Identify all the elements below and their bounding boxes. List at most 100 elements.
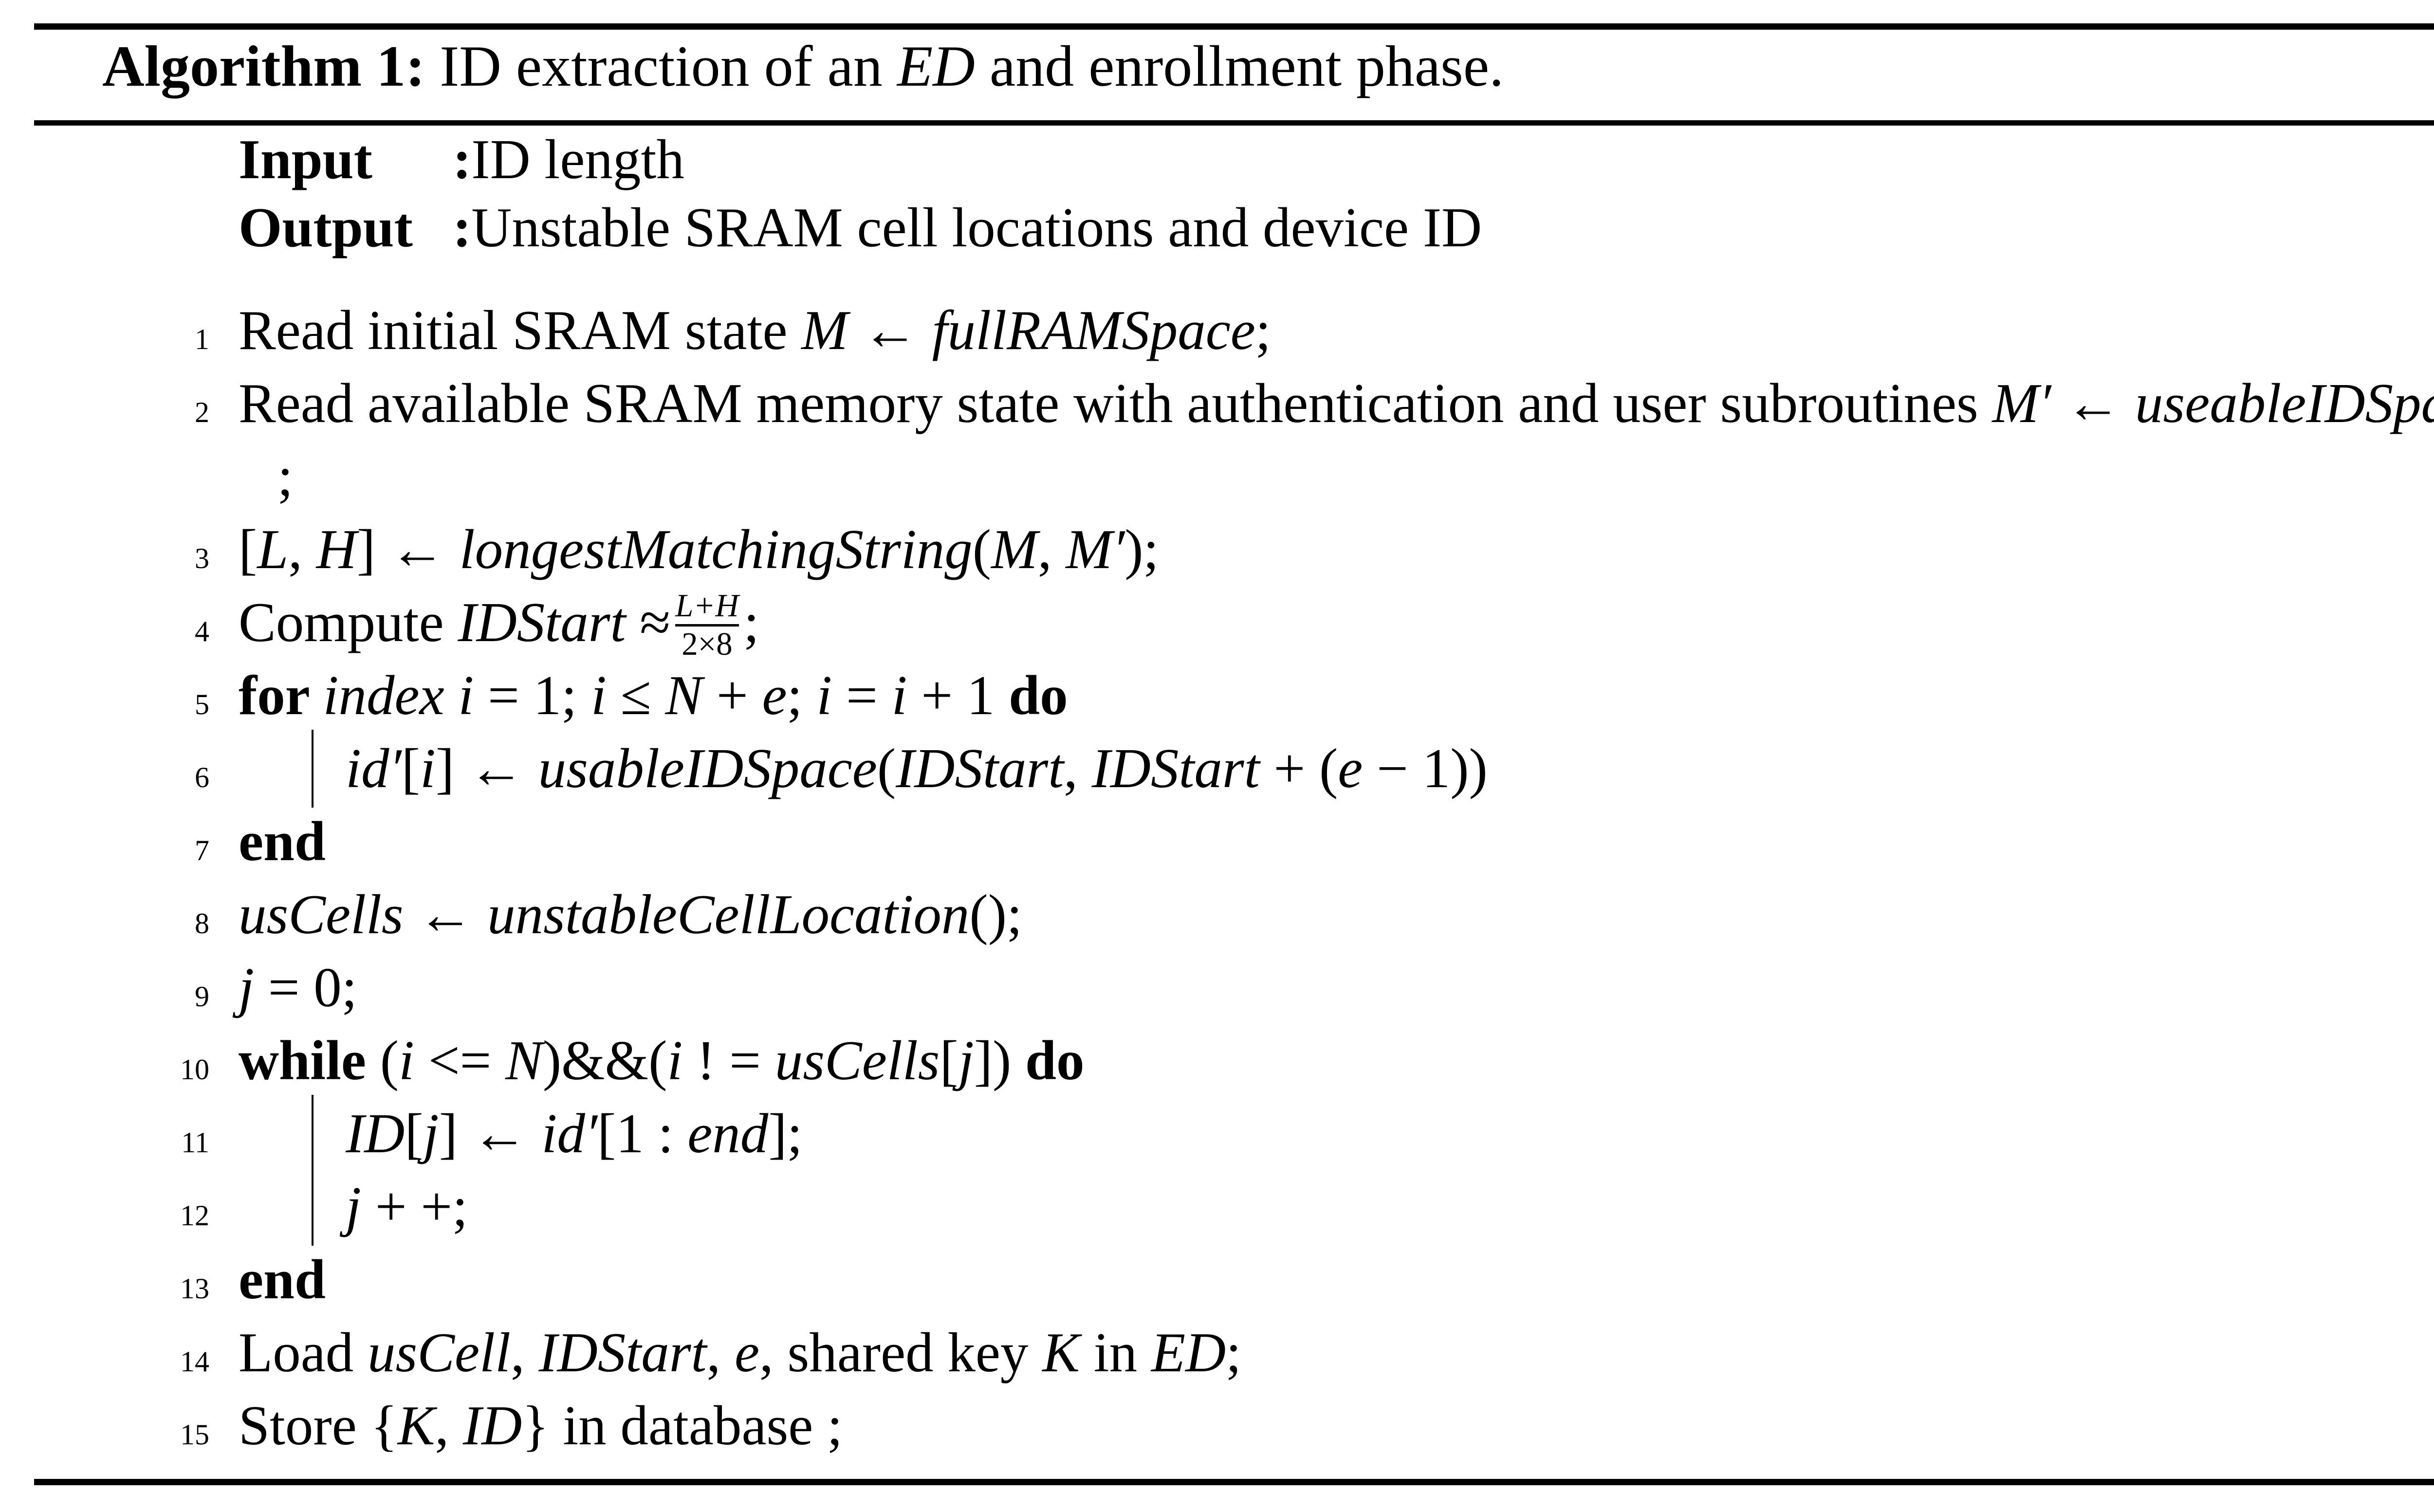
- code-segment: [: [401, 738, 420, 799]
- code-segment: do: [1025, 1030, 1085, 1091]
- code-text: end: [239, 811, 326, 872]
- code-segment: K: [397, 1395, 435, 1457]
- code-text: ID[j] ← id′[1 : end];: [239, 1103, 803, 1164]
- code-segment: );: [1125, 518, 1159, 580]
- code-segment: ,: [706, 1322, 735, 1383]
- code-segment: id′: [346, 738, 402, 799]
- code-segment: ];: [768, 1103, 803, 1164]
- input-colon: :: [453, 129, 472, 190]
- code-segment: ;: [1226, 1322, 1242, 1383]
- line-number: 1: [195, 323, 209, 355]
- code-segment: end: [687, 1103, 769, 1164]
- code-segment: ID: [462, 1395, 522, 1457]
- line-number: 3: [195, 542, 209, 574]
- code-segment: Compute: [239, 591, 458, 653]
- code-segment: j: [346, 1176, 361, 1237]
- code-segment: for: [239, 664, 323, 726]
- algo-line-5: 5 for index i = 1; i ≤ N + e; i = i + 1 d…: [37, 659, 2434, 732]
- code-segment: ;: [743, 591, 759, 653]
- algo-line-7: 7 end: [37, 805, 2434, 878]
- input-text: ID length: [471, 129, 684, 190]
- line-number: 10: [180, 1053, 209, 1086]
- code-segment: IDStart: [1091, 738, 1260, 799]
- code-segment: (: [380, 1030, 399, 1091]
- code-lines: 1 Read initial SRAM state M ← fullRAMSpac…: [0, 294, 2434, 1462]
- code-segment: i: [891, 664, 907, 726]
- code-text: for index i = 1; i ≤ N + e; i = i + 1 do: [239, 664, 1068, 726]
- code-segment: ←: [403, 884, 488, 945]
- code-segment: usableIDSpace: [538, 738, 877, 799]
- code-segment: i: [667, 1030, 683, 1091]
- code-segment: ] ←: [439, 1103, 542, 1164]
- code-segment: ;: [1255, 299, 1271, 361]
- code-text: Read initial SRAM state M ← fullRAMSpace…: [239, 299, 1271, 361]
- code-segment: Read initial SRAM state: [239, 299, 802, 361]
- code-segment: Read available SRAM memory state with au…: [239, 372, 1992, 434]
- algorithm-title-emph: ED: [897, 34, 975, 98]
- code-segment: i: [399, 1030, 414, 1091]
- code-text: Store {K, ID} in database ;: [239, 1395, 843, 1457]
- algo-line-14: 14 Load usCell, IDStart, e, shared key K …: [37, 1316, 2434, 1389]
- code-text: j = 0;: [239, 957, 357, 1018]
- code-segment: ! =: [682, 1030, 775, 1091]
- line-number: 15: [180, 1419, 209, 1451]
- code-segment: in: [1079, 1322, 1151, 1383]
- output-label: Output: [239, 197, 413, 258]
- code-text: usCells ← unstableCellLocation();: [239, 884, 1022, 945]
- code-segment: (: [877, 738, 896, 799]
- code-segment: ,: [435, 1395, 463, 1457]
- code-segment: e: [734, 1322, 759, 1383]
- output-line: Output:Unstable SRAM cell locations and …: [239, 194, 1482, 262]
- line-number: 8: [195, 907, 209, 940]
- line-number: 4: [195, 615, 209, 647]
- code-segment: = 0;: [254, 957, 357, 1018]
- code-text: Read available SRAM memory state with au…: [239, 372, 2434, 434]
- code-segment: ;: [787, 664, 817, 726]
- code-text: j + +;: [239, 1176, 468, 1237]
- code-segment: M: [991, 518, 1038, 580]
- code-segment: ;: [277, 445, 293, 507]
- bottom-rule: [34, 1479, 2434, 1485]
- code-segment: ] ←: [356, 518, 460, 580]
- code-text: [L, H] ← longestMatchingString(M, M′);: [239, 518, 1159, 580]
- code-text: Load usCell, IDStart, e, shared key K in…: [239, 1322, 1241, 1383]
- line-number: 12: [180, 1199, 209, 1232]
- code-segment: id′: [541, 1103, 598, 1164]
- code-segment: ();: [969, 884, 1022, 945]
- line-number: 14: [180, 1346, 209, 1378]
- code-segment: useableIDSpace: [2135, 372, 2434, 434]
- code-segment: usCells: [239, 884, 404, 945]
- code-segment: fullRAMSpace: [932, 299, 1255, 361]
- line-number: 7: [195, 834, 209, 867]
- algorithm-title-label: Algorithm 1:: [102, 34, 425, 98]
- code-segment: j: [239, 957, 254, 1018]
- code-segment: + 1: [907, 664, 1009, 726]
- algo-line-15: 15 Store {K, ID} in database ;: [37, 1389, 2434, 1462]
- code-segment: e: [1338, 738, 1363, 799]
- code-segment: L: [257, 518, 289, 580]
- code-segment: ,: [510, 1322, 539, 1383]
- algo-line-3: 3 [L, H] ← longestMatchingString(M, M′);: [37, 513, 2434, 586]
- algorithm-title-post: and enrollment phase.: [975, 34, 1504, 98]
- code-segment: while: [239, 1030, 380, 1091]
- input-line: Input:ID length: [239, 126, 1482, 194]
- code-segment: e: [762, 664, 787, 726]
- code-segment: end: [239, 811, 326, 872]
- algorithm-title-pre: ID extraction of an: [425, 34, 897, 98]
- algo-line-continuation: ;: [37, 440, 2434, 513]
- code-segment: ED: [1151, 1322, 1226, 1383]
- code-segment: ←: [848, 299, 932, 361]
- line-number: 5: [195, 688, 209, 720]
- code-segment: N: [665, 664, 703, 726]
- algo-line-12: 12 j + +;: [37, 1168, 2434, 1246]
- top-rule: [34, 23, 2434, 30]
- code-segment: <=: [414, 1030, 506, 1091]
- code-segment: i: [420, 738, 436, 799]
